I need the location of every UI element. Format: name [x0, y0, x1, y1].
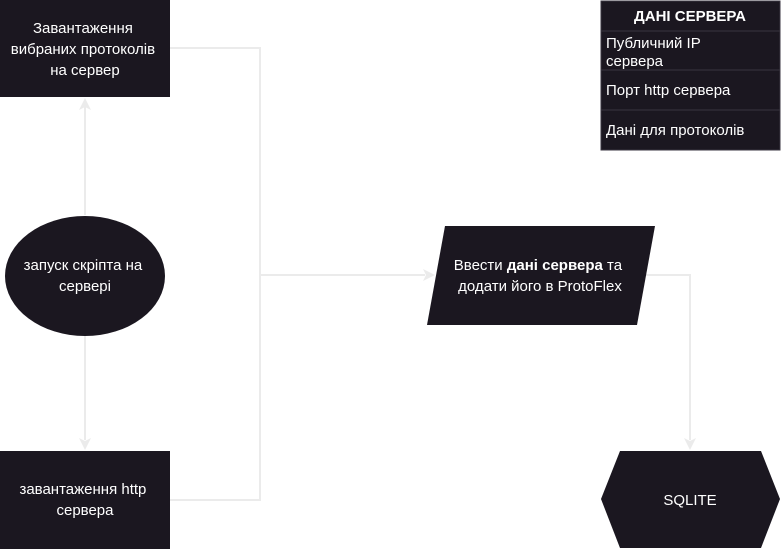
node-label: завантаження http сервера: [19, 481, 150, 519]
node-label-line: вибраних протоколів: [11, 41, 155, 58]
node-label-line: сервера: [56, 502, 114, 519]
node-load-http: завантаження http сервера: [0, 451, 170, 549]
connectors: [79, 47, 696, 501]
arrowhead-down-icon: [684, 438, 696, 450]
table-row-label: Публичний IP сервера: [606, 35, 705, 70]
arrowhead-right-icon: [423, 269, 435, 281]
input-parallelogram: [427, 226, 655, 325]
server-data-table: ДАНІ СЕРВЕРА Публичний IP сервера Порт h…: [600, 0, 781, 151]
process-box: [0, 0, 170, 97]
table-row-line: Публичний IP: [606, 35, 701, 52]
node-label-prefix: Ввести: [454, 257, 507, 274]
node-label: Завантаження вибраних протоколів на серв…: [11, 20, 159, 79]
process-box: [0, 451, 170, 549]
node-label: SQLITE: [663, 492, 716, 509]
table-row: [600, 69, 781, 111]
table-title: ДАНІ СЕРВЕРА: [634, 8, 746, 25]
connector-http-to-enter: [170, 275, 261, 501]
node-label-line: Завантаження: [33, 20, 133, 37]
node-label-line: Ввести дані сервера та: [454, 257, 623, 274]
node-label-line: сервері: [59, 278, 111, 295]
table-header: [600, 0, 781, 32]
connector-enter-to-sqlite: [643, 274, 691, 440]
node-label: Ввести дані сервера та додати його в Pro…: [454, 257, 626, 295]
table-row-line: сервера: [606, 53, 664, 70]
database-hexagon: [601, 451, 780, 548]
node-label-line: додати його в ProtoFlex: [458, 278, 622, 295]
connector-upload-to-enter: [170, 47, 425, 276]
table-row: [600, 30, 781, 71]
node-run-script: запуск скріпта на сервері: [5, 216, 165, 336]
start-ellipse: [5, 216, 165, 336]
node-enter-data: Ввести дані сервера та додати його в Pro…: [427, 226, 655, 325]
table-row-label: Порт http сервера: [606, 82, 731, 99]
node-upload-protocols: Завантаження вибраних протоколів на серв…: [0, 0, 170, 97]
node-label-line: запуск скріпта на: [24, 257, 143, 274]
node-label: запуск скріпта на сервері: [24, 257, 147, 295]
node-label-suffix: та: [603, 257, 623, 274]
arrowhead-up-icon: [79, 98, 91, 110]
node-label-line: завантаження http: [19, 481, 146, 498]
table-row: [600, 109, 781, 151]
node-label-line: на сервер: [50, 62, 119, 79]
node-sqlite: SQLITE: [601, 451, 780, 548]
node-label-bold: дані сервера: [507, 257, 604, 274]
arrowhead-down-icon: [79, 438, 91, 450]
table-row-label: Дані для протоколів: [606, 122, 744, 139]
